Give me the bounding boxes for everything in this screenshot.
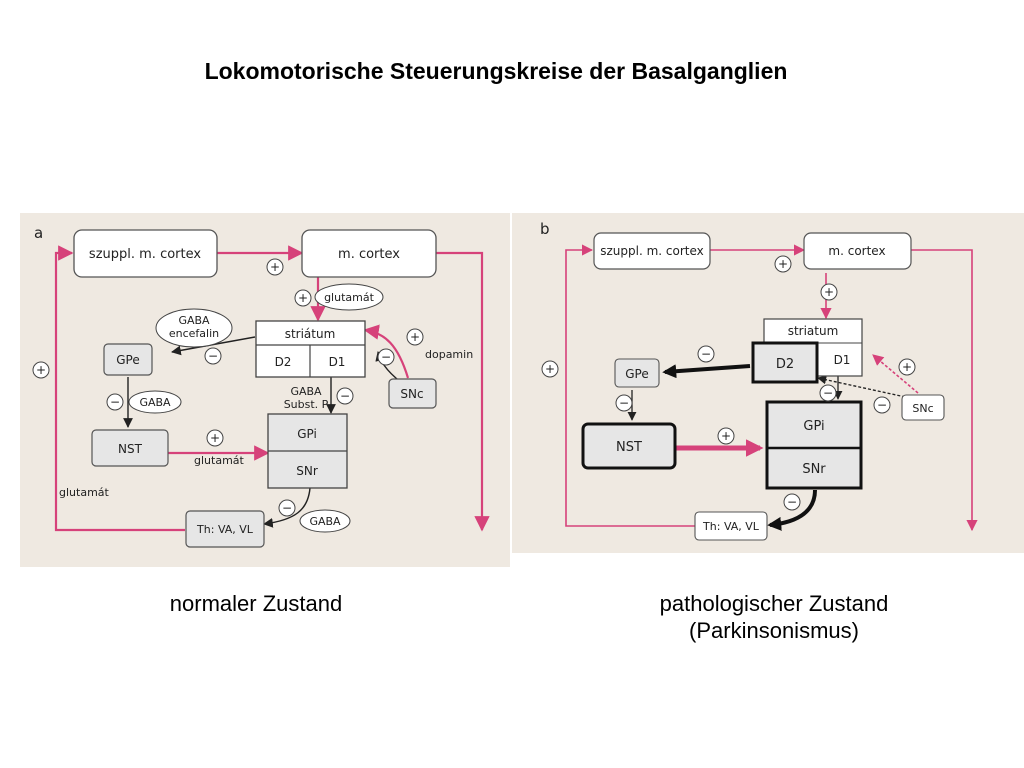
gaba-encefalin-label-2: encefalin bbox=[169, 327, 219, 340]
snc-box bbox=[901, 394, 945, 421]
sign-minus: − bbox=[701, 347, 711, 361]
suppl-cortex-box bbox=[73, 229, 218, 278]
sign-plus: + bbox=[545, 362, 555, 376]
d2-label: D2 bbox=[776, 357, 794, 372]
thalamus-to-suppl-arrow bbox=[54, 245, 185, 532]
snc-to-d2-dashed-arrow bbox=[817, 375, 911, 399]
cortex-to-spinal-arrow bbox=[911, 249, 978, 532]
gaba-gpe-label: GABA bbox=[139, 396, 171, 409]
gpe-label: GPe bbox=[116, 353, 140, 367]
snr-label: SNr bbox=[296, 464, 318, 478]
sign-plus: + bbox=[410, 330, 420, 344]
caption-pathological: pathologischer Zustand (Parkinsonismus) bbox=[624, 590, 924, 644]
gaba-th-label: GABA bbox=[309, 515, 341, 528]
sign-minus: − bbox=[110, 395, 120, 409]
thalamus-box bbox=[694, 511, 768, 541]
gpi-label: GPi bbox=[803, 419, 824, 434]
striatum-label: striátum bbox=[285, 327, 336, 341]
sign-plus: + bbox=[778, 257, 788, 271]
sign-plus: + bbox=[210, 431, 220, 445]
sign-plus: + bbox=[902, 360, 912, 374]
gaba-subst-p-label-2: Subst. P bbox=[284, 398, 329, 411]
gaba-gpe-ellipse bbox=[128, 390, 182, 414]
m-cortex-label: m. cortex bbox=[338, 247, 400, 262]
gpi-label: GPi bbox=[297, 427, 317, 441]
panel-a-signs: + + + − − − + − + − bbox=[32, 258, 424, 517]
snr-label: SNr bbox=[802, 462, 826, 477]
sign-minus: − bbox=[282, 501, 292, 515]
m-cortex-label: m. cortex bbox=[828, 244, 885, 258]
page-title-text: Lokomotorische Steuerungskreise der Basa… bbox=[204, 58, 788, 84]
suppl-cortex-label: szuppl. m. cortex bbox=[600, 244, 704, 258]
nst-label: NST bbox=[118, 442, 143, 456]
d2-to-gpe-thick-arrow bbox=[662, 364, 751, 379]
snc-label: SNc bbox=[912, 402, 933, 415]
panel-b-pathways bbox=[565, 244, 978, 532]
snr-to-thalamus-arrow bbox=[263, 487, 311, 528]
striatum-label: striatum bbox=[788, 324, 839, 338]
caption-pathological-line1: pathologischer Zustand bbox=[659, 591, 889, 616]
sign-minus: − bbox=[208, 349, 218, 363]
sign-minus: − bbox=[787, 495, 797, 509]
sign-minus: − bbox=[823, 386, 833, 400]
panel-a-pathways bbox=[54, 245, 490, 532]
sign-minus: − bbox=[340, 389, 350, 403]
glutamat-top-label: glutamát bbox=[324, 291, 375, 304]
panel-a: a szuppl. m. cortex m. cortex striátum D… bbox=[32, 224, 490, 548]
panel-b-signs: + + + − − − + − + − bbox=[541, 255, 916, 511]
sign-plus: + bbox=[270, 260, 280, 274]
caption-normal-text: normaler Zustand bbox=[169, 591, 343, 616]
m-cortex-box bbox=[301, 229, 437, 278]
glutamat-left-label: glutamát bbox=[59, 486, 110, 499]
m-cortex-box bbox=[803, 232, 912, 270]
sign-minus: − bbox=[381, 350, 391, 364]
suppl-cortex-box bbox=[593, 232, 711, 270]
glutamat-nst-label: glutamát bbox=[194, 454, 245, 467]
panel-b-letter: b bbox=[540, 220, 550, 238]
thalamus-box bbox=[185, 510, 265, 548]
sign-plus: + bbox=[721, 429, 731, 443]
gaba-th-ellipse bbox=[299, 509, 351, 533]
sign-plus: + bbox=[298, 291, 308, 305]
snc-label: SNc bbox=[400, 387, 423, 401]
caption-pathological-line2: (Parkinsonismus) bbox=[689, 618, 859, 643]
gaba-encefalin-ellipse bbox=[155, 308, 233, 348]
nst-box bbox=[91, 429, 169, 467]
panel-b: b szuppl. m. cortex m. cortex striatum D… bbox=[540, 220, 978, 541]
snc-box bbox=[388, 378, 437, 409]
sign-plus: + bbox=[824, 285, 834, 299]
thalamus-label: Th: VA, VL bbox=[196, 523, 254, 536]
gaba-subst-p-label-1: GABA bbox=[290, 385, 322, 398]
cortex-to-spinal-arrow bbox=[436, 251, 490, 532]
nst-box-bold bbox=[581, 422, 677, 470]
sign-minus: − bbox=[877, 398, 887, 412]
snr-to-thalamus-thick-arrow bbox=[767, 489, 817, 531]
gpe-box bbox=[103, 343, 153, 376]
panel-a-letter: a bbox=[34, 224, 43, 242]
caption-normal: normaler Zustand bbox=[136, 590, 376, 617]
thalamus-to-suppl-arrow bbox=[565, 244, 695, 527]
gpi-snr-box-bold bbox=[765, 400, 863, 490]
sign-minus: − bbox=[619, 396, 629, 410]
d2-box-bold bbox=[751, 341, 819, 384]
d1-label: D1 bbox=[329, 355, 346, 369]
thalamus-label: Th: VA, VL bbox=[702, 520, 760, 533]
suppl-cortex-label: szuppl. m. cortex bbox=[89, 247, 201, 262]
gaba-encefalin-label-1: GABA bbox=[178, 314, 210, 327]
d1-label: D1 bbox=[834, 353, 851, 367]
gpe-box bbox=[614, 358, 660, 388]
dopamin-label: dopamin bbox=[425, 348, 473, 361]
gpe-label: GPe bbox=[625, 367, 649, 381]
page-title: Lokomotorische Steuerungskreise der Basa… bbox=[0, 58, 1024, 85]
d2-label: D2 bbox=[275, 355, 292, 369]
sign-plus: + bbox=[36, 363, 46, 377]
nst-label: NST bbox=[616, 440, 642, 455]
snc-to-d1-arrow bbox=[363, 324, 410, 379]
glutamat-ellipse bbox=[314, 283, 384, 311]
